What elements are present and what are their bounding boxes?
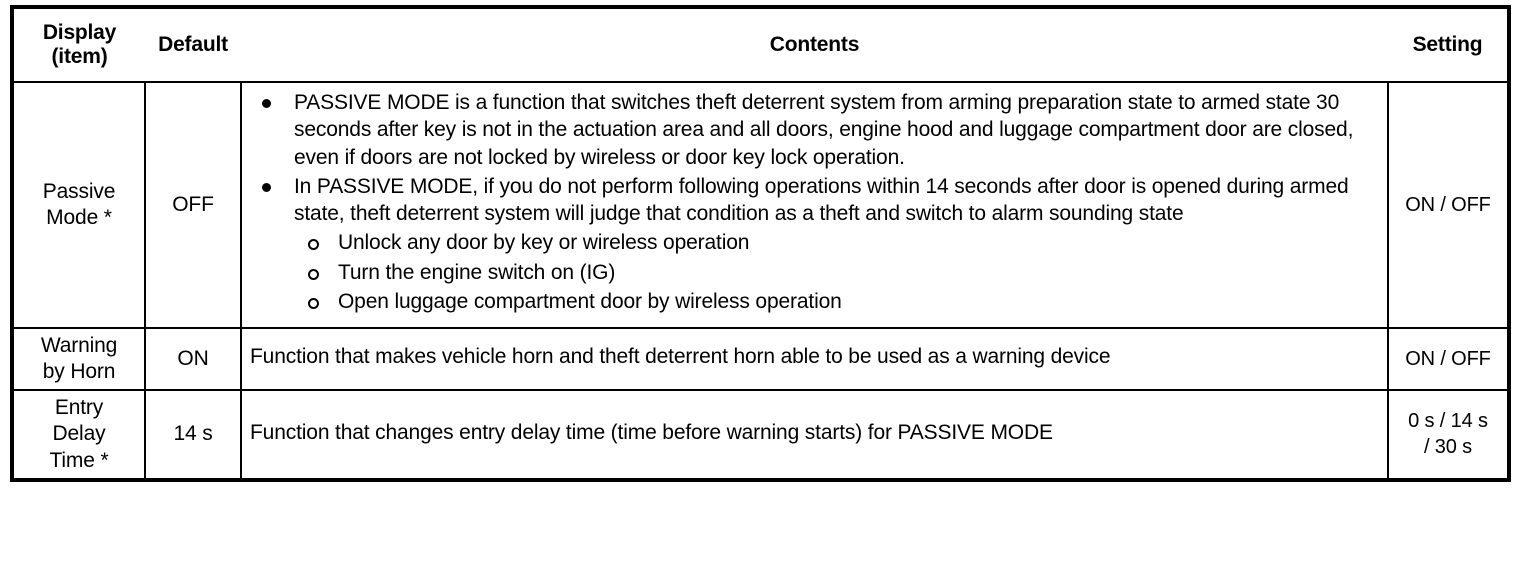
bullet-item: In PASSIVE MODE, if you do not perform f…: [250, 173, 1379, 317]
bullet-list: PASSIVE MODE is a function that switches…: [250, 89, 1379, 317]
header-row: Display (item) Default Contents Setting: [12, 7, 1509, 82]
row-contents-passive-mode: PASSIVE MODE is a function that switches…: [240, 81, 1389, 329]
row-default-entry-delay-time: 14 s: [144, 389, 242, 481]
settings-table: Display (item) Default Contents Setting …: [10, 5, 1511, 482]
row-label-line1: Warning: [40, 333, 118, 357]
row-label-line1: Passive: [42, 179, 116, 203]
row-setting-warning-by-horn: ON / OFF: [1387, 326, 1510, 392]
row-setting-passive-mode: ON / OFF: [1387, 81, 1510, 329]
row-setting-line1: 0 s / 14 s: [1408, 410, 1488, 433]
sub-bullet-list: Unlock any door by key or wireless opera…: [294, 229, 1379, 316]
hollow-circle-icon: [308, 298, 319, 310]
table-row: Entry Delay Time * 14 s Function that ch…: [11, 389, 1510, 481]
table-row: Passive Mode * OFF PASSIVE MODE is a fun…: [11, 81, 1510, 329]
row-default-warning-by-horn: ON: [144, 326, 242, 392]
filled-bullet-icon: [262, 99, 271, 108]
row-label-warning-by-horn: Warning by Horn: [11, 326, 146, 392]
table-body: Passive Mode * OFF PASSIVE MODE is a fun…: [11, 81, 1510, 481]
column-header-default: Default: [158, 32, 228, 56]
sub-bullet-text: Unlock any door by key or wireless opera…: [338, 231, 750, 255]
sub-bullet-item: Unlock any door by key or wireless opera…: [294, 229, 1379, 257]
table-header: Display (item) Default Contents Setting: [12, 7, 1509, 82]
row-label-passive-mode: Passive Mode *: [11, 81, 146, 329]
row-contents-warning-by-horn: Function that makes vehicle horn and the…: [240, 326, 1389, 392]
row-label-line3: Time *: [49, 448, 109, 472]
table-row: Warning by Horn ON Function that makes v…: [11, 326, 1510, 392]
column-header-display-line1: Display: [42, 20, 117, 44]
sub-bullet-item: Open luggage compartment door by wireles…: [294, 288, 1379, 316]
bullet-text: PASSIVE MODE is a function that switches…: [294, 91, 1354, 169]
row-contents-entry-delay-time: Function that changes entry delay time (…: [240, 389, 1389, 481]
sub-bullet-text: Turn the engine switch on (IG): [338, 260, 616, 284]
row-setting-line2: / 30 s: [1423, 436, 1473, 459]
hollow-circle-icon: [308, 268, 319, 280]
column-header-contents: Contents: [769, 32, 860, 56]
row-label-line2: Mode *: [46, 205, 112, 229]
row-label-entry-delay-time: Entry Delay Time *: [11, 389, 146, 481]
row-setting-entry-delay-time: 0 s / 14 s / 30 s: [1387, 389, 1510, 481]
sub-bullet-item: Turn the engine switch on (IG): [294, 259, 1379, 287]
row-label-line2: by Horn: [42, 359, 116, 383]
hollow-circle-icon: [308, 239, 319, 251]
sub-bullet-text: Open luggage compartment door by wireles…: [338, 290, 842, 314]
column-header-display-line2: (item): [51, 45, 108, 68]
row-label-line1: Entry: [54, 396, 104, 420]
column-header-display: Display (item): [12, 7, 145, 82]
row-default-passive-mode: OFF: [144, 81, 242, 329]
bullet-item: PASSIVE MODE is a function that switches…: [250, 89, 1379, 171]
filled-bullet-icon: [262, 182, 271, 192]
row-label-line2: Delay: [52, 422, 106, 446]
bullet-text: In PASSIVE MODE, if you do not perform f…: [294, 174, 1349, 226]
column-header-setting: Setting: [1412, 32, 1483, 56]
